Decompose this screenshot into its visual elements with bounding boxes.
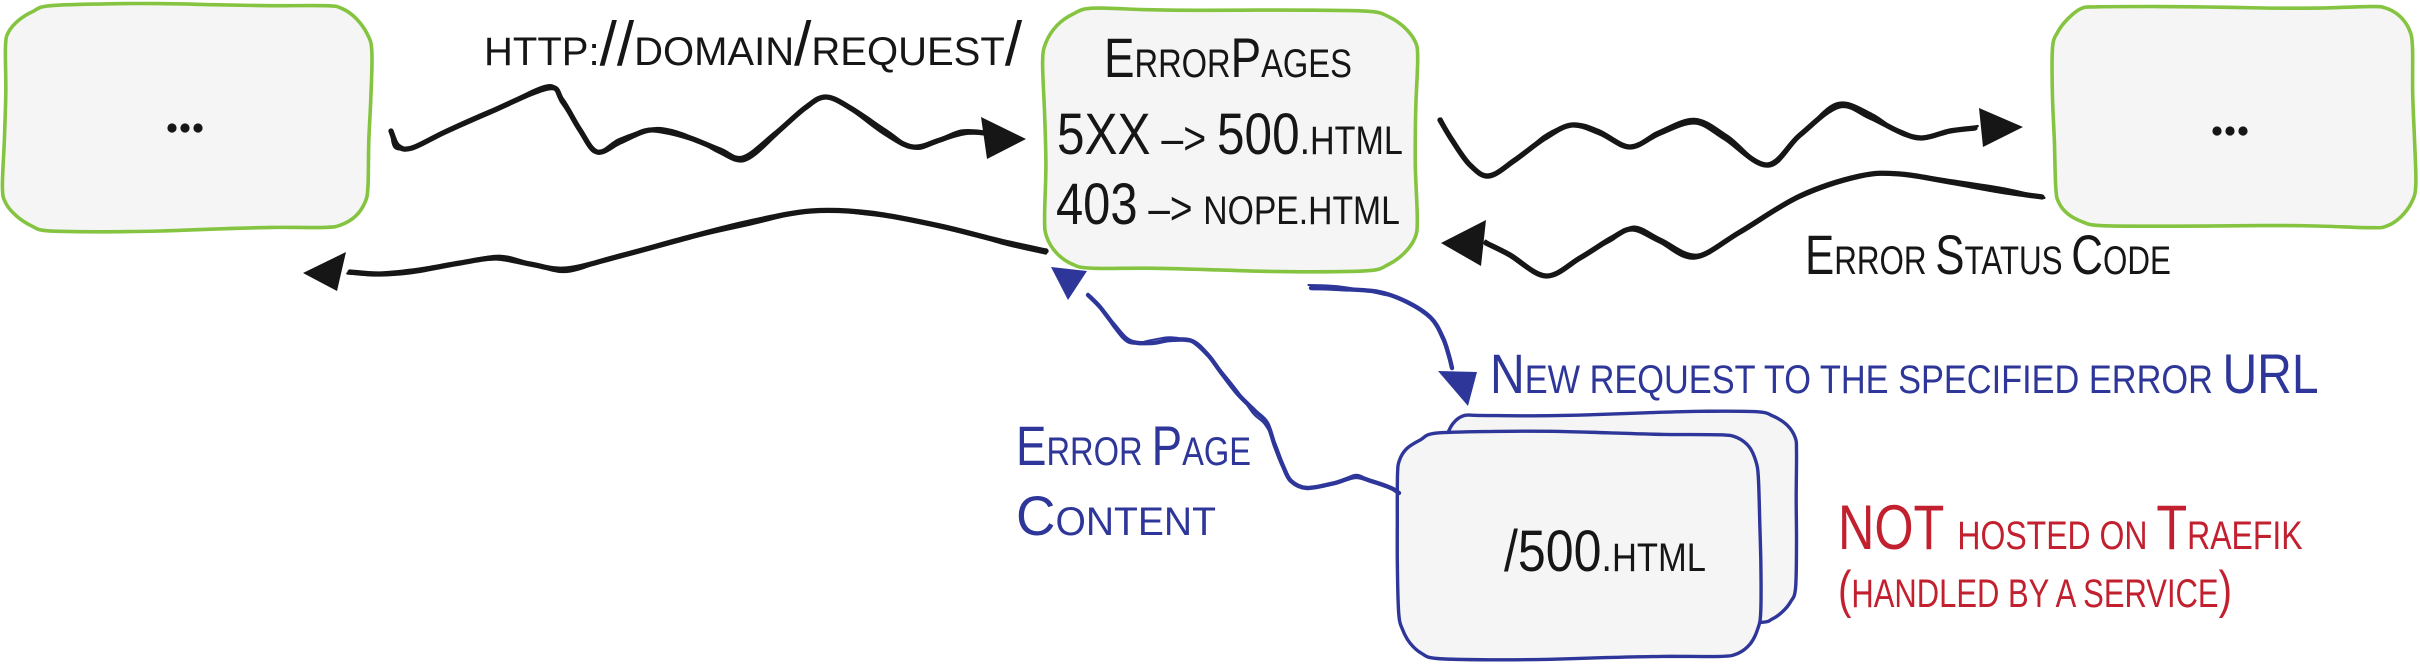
svg-text:5XX –> 500.HTML: 5XX –> 500.HTML	[1057, 102, 1403, 167]
svg-text:(HANDLED BY A SERVICE): (HANDLED BY A SERVICE)	[1838, 560, 2232, 618]
svg-text:NOT HOSTED ON TRAEFIK: NOT HOSTED ON TRAEFIK	[1838, 493, 2303, 564]
svg-text:ERROR PAGE: ERROR PAGE	[1016, 415, 1251, 477]
svg-text:NEW REQUEST TO THE SPECIFIED E: NEW REQUEST TO THE SPECIFIED ERROR URL	[1490, 344, 2319, 406]
svg-text:ERROR STATUS CODE: ERROR STATUS CODE	[1805, 223, 2171, 286]
svg-text:ERRORPAGES: ERRORPAGES	[1104, 27, 1352, 89]
svg-text:/500.HTML: /500.HTML	[1504, 520, 1706, 584]
svg-text:HTTP://DOMAIN/REQUEST/: HTTP://DOMAIN/REQUEST/	[484, 10, 1023, 79]
svg-text:CONTENT: CONTENT	[1016, 484, 1216, 547]
svg-text:403 –> NOPE.HTML: 403 –> NOPE.HTML	[1056, 172, 1400, 237]
